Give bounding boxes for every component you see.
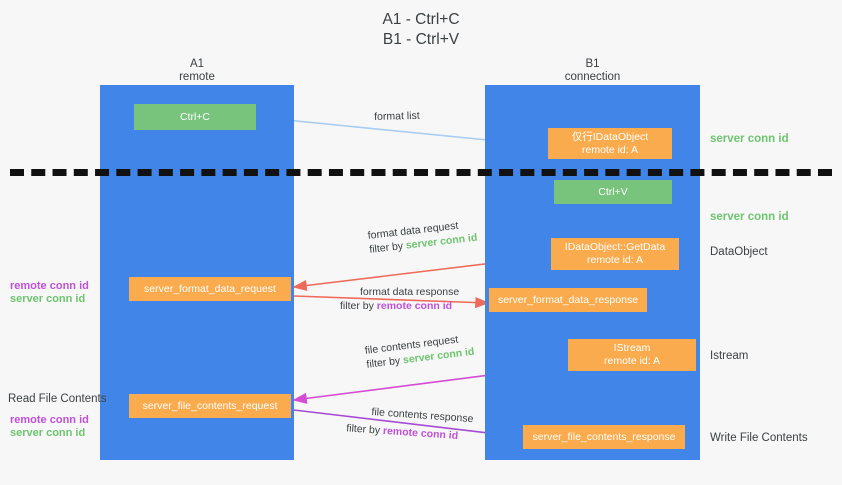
node-idataobject-top-line2: remote id: A (581, 143, 639, 156)
node-server-format-data-request[interactable]: server_format_data_request (129, 277, 291, 301)
node-server-file-contents-request-label: server_file_contents_request (142, 399, 278, 412)
legend-mid-remote-conn-id: remote conn id (10, 280, 89, 292)
node-istream-line1: IStream (613, 342, 651, 354)
phase-divider (10, 169, 832, 176)
node-server-format-data-response[interactable]: server_format_data_response (489, 288, 647, 312)
edge-format-data-response-text: format data response (360, 286, 460, 298)
node-getdata-line2: remote id: A (586, 254, 644, 266)
node-istream[interactable]: IStream remote id: A (568, 339, 696, 371)
lane-a1-title: A1 (189, 58, 205, 70)
lane-a1-subtitle: remote (179, 71, 215, 83)
side-label-server-conn-id-2: server conn id (710, 211, 789, 223)
node-ctrl-v-label: Ctrl+V (598, 185, 628, 198)
legend-bottom-remote-conn-id: remote conn id (10, 414, 89, 426)
arrow-format-data-response (293, 295, 490, 309)
node-ctrl-c[interactable]: Ctrl+C (134, 104, 256, 130)
node-server-file-contents-response-label: server_file_contents_response (532, 430, 676, 443)
legend-mid-server-conn-id: server conn id (10, 293, 86, 305)
lane-header-a1: A1 remote (100, 58, 294, 84)
edge-label-format-data-response: format data response filter by remote co… (340, 285, 460, 313)
lane-header-b1: B1 connection (485, 58, 700, 84)
lane-b1-title: B1 (585, 58, 600, 70)
node-idataobject-top-line1: 仅行IDataObject (571, 130, 649, 143)
edge-label-format-list-text: format list (374, 109, 420, 123)
node-server-format-data-response-label: server_format_data_response (497, 293, 639, 306)
lane-b1-subtitle: connection (564, 71, 621, 83)
side-label-write-file-contents: Write File Contents (710, 432, 808, 444)
node-idataobject-top[interactable]: 仅行IDataObject remote id: A (548, 128, 672, 159)
node-server-file-contents-response[interactable]: server_file_contents_response (523, 425, 685, 449)
side-label-istream: Istream (710, 350, 749, 362)
node-getdata-line1: IDataObject::GetData (564, 241, 666, 253)
side-label-read-file-contents: Read File Contents (8, 393, 107, 405)
node-server-file-contents-request[interactable]: server_file_contents_request (129, 394, 291, 418)
node-ctrl-v[interactable]: Ctrl+V (554, 180, 672, 204)
node-ctrl-c-label: Ctrl+C (179, 110, 211, 123)
legend-bottom-server-conn-id: server conn id (10, 427, 86, 439)
node-server-format-data-request-label: server_format_data_request (144, 282, 276, 295)
edge-label-format-list: format list (374, 109, 420, 124)
side-label-server-conn-id-1: server conn id (710, 133, 789, 145)
edge-format-data-response-prefix: filter by (340, 300, 377, 312)
page-title: A1 - Ctrl+C B1 - Ctrl+V (382, 11, 460, 48)
edge-file-contents-response-prefix: filter by (345, 422, 384, 437)
node-istream-line2: remote id: A (603, 355, 661, 367)
side-label-dataobject: DataObject (710, 246, 768, 258)
node-idataobject-getdata[interactable]: IDataObject::GetData remote id: A (551, 238, 679, 270)
arrow-file-contents-response (293, 409, 524, 442)
edge-format-data-response-filter: remote conn id (376, 300, 453, 312)
